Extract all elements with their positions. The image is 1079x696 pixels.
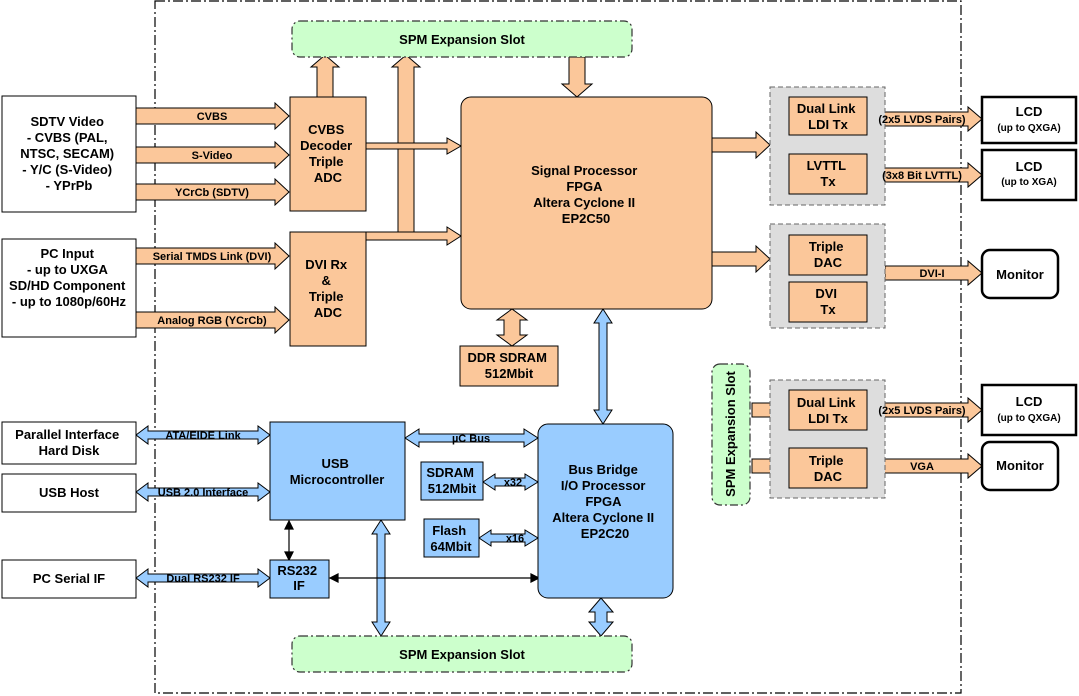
arrow-cvbs [135,101,290,131]
lcd-3-title: LCD [1016,394,1043,409]
sdtv-label: SDTV Video - CVBS (PAL, NTSC, SECAM) - Y… [20,114,118,193]
control-lines [284,519,541,583]
arrow-sp-bridge [593,308,613,425]
flash-box [423,518,480,558]
label-ata: ATA/EIDE Link [165,430,241,442]
dual-link-1-box [788,96,868,136]
triple-dac-2-box [788,447,868,489]
label-serial-tmds: Serial TMDS Link (DVI) [153,251,272,263]
lcd-1-box [980,95,1078,145]
lcd-2-subtitle: (up to XGA) [1001,177,1057,188]
lcd-1-title: LCD [1016,104,1043,119]
arrow-spm-to-sp [560,56,594,98]
pc-input-box [1,238,137,338]
label-lvttl-bits: (3x8 Bit LVTTL) [882,170,962,182]
parallel-box [1,421,137,465]
dvi-rx-box [289,231,367,347]
dual-link-1-label: Dual Link LDI Tx [797,101,859,132]
triple-dac-1-label: Triple DAC [809,239,847,270]
rs232-label: RS232 IF [277,563,320,593]
dvi-tx-box [788,281,868,323]
dual-link-2-box [788,389,868,431]
lcd-3-box [980,383,1078,437]
lvttl-label: LVTTL Tx [807,158,850,189]
flash-label: Flash 64Mbit [430,523,472,554]
label-x32: x32 [504,477,522,489]
arrow-serial-tmds [135,241,290,271]
signal-processor-label: Signal Processor FPGA Altera Cyclone II … [531,163,641,226]
cvbs-decoder-label: CVBS Decoder Triple ADC [300,122,356,185]
pc-serial-box [1,559,137,599]
monitor-1-box [980,248,1060,300]
usb-host-label: USB Host [39,485,100,500]
arrow-cvbs-to-spm [309,54,341,98]
bus-bridge-label: Bus Bridge I/O Processor FPGA Altera Cyc… [552,462,658,541]
label-svideo: S-Video [192,150,233,162]
lcd-3-subtitle: (up to QXGA) [997,413,1060,424]
sdram-box [420,461,484,501]
arrow-analog-rgb [135,305,290,335]
arrow-bridge-spm [587,597,615,637]
label-dual-rs232: Dual RS232 IF [166,573,240,585]
dvi-rx-label: DVI Rx & Triple ADC [305,257,351,320]
label-cvbs: CVBS [197,111,228,123]
pc-serial-label: PC Serial IF [33,571,105,586]
pc-input-label: PC Input - up to UXGA SD/HD Component - … [9,246,129,309]
arrow-dvii [884,259,983,287]
label-ycrcb: YCrCb (SDTV) [175,187,249,199]
label-vga: VGA [910,461,934,473]
arrow-ycrcb [135,177,290,207]
arrow-sp-ddr [495,308,529,347]
signal-processor-box [460,96,713,310]
arrow-sp-to-dac-group [711,244,771,274]
dvi-tx-label: DVI Tx [815,286,840,317]
ddr-box [459,345,559,387]
label-lvds-2: (2x5 LVDS Pairs) [878,405,966,417]
label-dvii: DVI-I [919,268,944,280]
label-uc-bus: µC Bus [452,433,490,445]
monitor-2-label: Monitor [996,458,1044,473]
label-usb20: USB 2.0 Interface [158,487,248,499]
spm-slot-right [711,363,751,506]
boxes [1,95,868,599]
monitor-2-box [980,440,1060,492]
spm-right-label: SPM Expansion Slot [723,370,738,496]
arrow-svideo [135,140,290,170]
lvttl-box [788,153,868,195]
spm-slot-top [291,20,633,58]
arrow-cvbs-to-sp [365,137,463,155]
usb-host-box [1,473,137,513]
arrow-dvi-to-sp [365,226,462,246]
label-lvds-1: (2x5 LVDS Pairs) [878,114,966,126]
label-analog-rgb: Analog RGB (YCrCb) [157,315,267,327]
sdtv-box [1,95,137,213]
arrow-sp-to-lcd-group [711,130,771,160]
lcd-1-subtitle: (up to QXGA) [997,123,1060,134]
rs232-box [269,559,330,599]
monitor-1-label: Monitor [996,267,1044,282]
ddr-label: DDR SDRAM 512Mbit [467,350,550,381]
spm-slot-bottom [291,635,633,673]
sdram-label: SDRAM 512Mbit [426,465,477,496]
usb-micro-label: USB Microcontroller [290,456,385,487]
triple-dac-2-label: Triple DAC [809,453,847,484]
parallel-label: Parallel Interface Hard Disk [15,427,123,458]
triple-dac-1-box [788,234,868,276]
bus-bridge-box [537,423,674,599]
spm-top-label: SPM Expansion Slot [399,32,525,47]
lcd-2-title: LCD [1016,159,1043,174]
spm-bottom-label: SPM Expansion Slot [399,647,525,662]
dual-link-2-label: Dual Link LDI Tx [797,395,859,426]
display-boxes [980,95,1078,492]
lcd-2-box [980,148,1078,202]
label-x16: x16 [506,533,524,545]
cvbs-decoder-box [289,96,367,212]
board-outline [154,0,962,694]
connectors [135,54,983,480]
usb-micro-box [269,421,406,521]
